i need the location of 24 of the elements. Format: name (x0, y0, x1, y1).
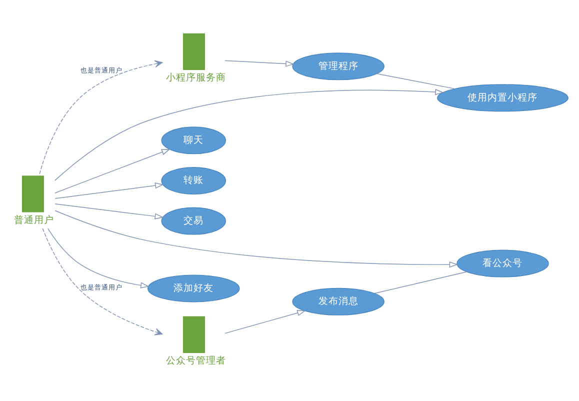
node-label: 普通用户 (14, 214, 54, 226)
arrow (39, 60, 163, 174)
node-ellipse: 使用内置小程序 (437, 84, 568, 112)
arrow (48, 228, 150, 288)
arrow (224, 60, 294, 67)
arrow (54, 88, 444, 181)
arrow (54, 210, 458, 268)
node-ellipse: 交易 (161, 207, 226, 235)
node-box (22, 176, 44, 212)
node-label: 小程序服务商 (166, 72, 226, 84)
node-ellipse: 看公众号 (456, 250, 549, 278)
node-ellipse: 管理程序 (292, 52, 384, 80)
node-ellipse: 转账 (161, 166, 226, 194)
node-label: 公众号管理者 (166, 356, 226, 366)
connector (376, 73, 455, 90)
arrow (42, 228, 163, 336)
node-box (183, 316, 205, 353)
arrow (54, 204, 164, 220)
arrow (54, 182, 164, 199)
arrow (54, 148, 170, 194)
arrow (224, 310, 306, 334)
node-box (183, 33, 205, 70)
connector (374, 271, 467, 294)
node-ellipse: 添加好友 (147, 274, 240, 302)
